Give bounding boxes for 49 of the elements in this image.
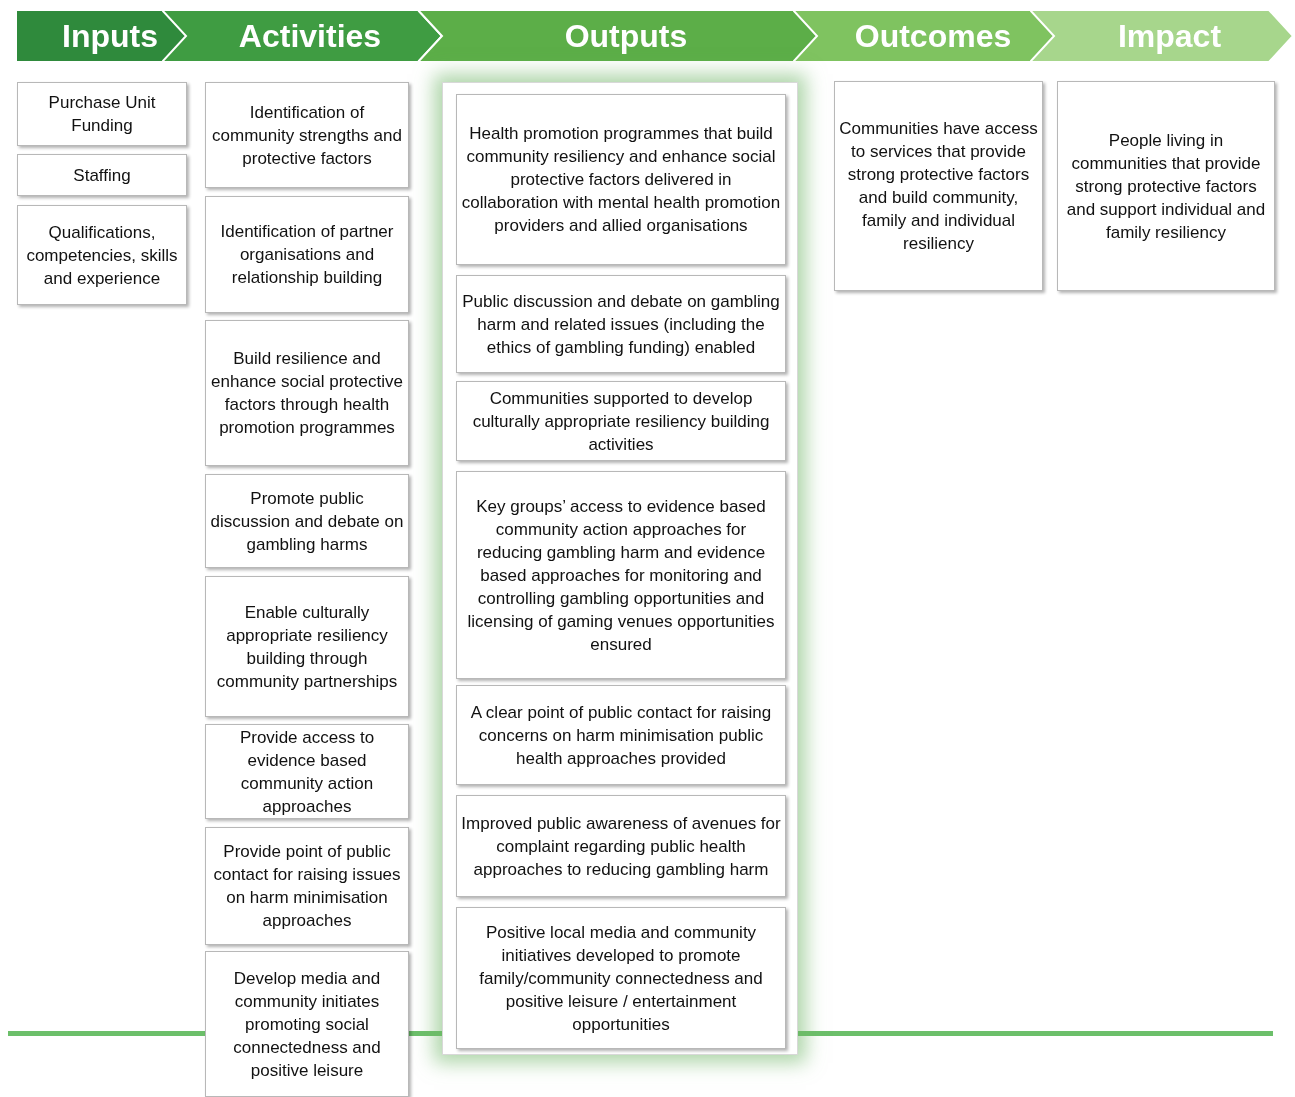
text-box [205,196,409,313]
node-text: Key groups’ access to evidence based community action approaches for reducing gambling harm and evidence based approaches for monitoring and controlling gambling opportunities and licensing of gaming venues opportunities ensured [466,495,776,656]
node-text: Enable culturally appropriate resiliency building through community partnerships [215,601,399,693]
chevron-header [418,10,818,62]
text-box [205,82,409,188]
node-text: Build resilience and enhance social protective factors through health promotion programmes [210,348,404,439]
node-text: People living in communities that provide strong protective factors and support individual and family resiliency [1065,129,1267,244]
node-text: Communities have access to services that provide strong protective factors and build community, family and individual resiliency [839,118,1038,255]
node-text: Public discussion and debate on gambling harm and related issues (including the ethics of gambling funding) enabled [461,290,781,359]
node-text: Outputs [564,17,688,56]
node-text: Impact [1117,17,1222,56]
node-text: Develop media and community initiates promoting social connectedness and positive leisure [232,967,382,1082]
node-text: Provide access to evidence based community action approaches [238,726,376,818]
node-text: Positive local media and community initiatives developed to promote family/community connectedness and positive leisure / entertainment opportunities [478,921,764,1036]
text-box [1057,81,1275,291]
node-text: Activities [238,17,382,56]
node-text: Purchase Unit Funding [47,92,157,137]
node-text: Improved public awareness of avenues for complaint regarding public health approaches to reducing gambling harm [461,812,781,881]
node-text: Health promotion programmes that build community resiliency and enhance social protective factors delivered in collaboration with mental health promotion providers and allied organisations [461,123,781,237]
node-text: Identification of community strengths and protective factors [211,101,403,170]
text-box [205,827,409,945]
node-text: Qualifications, competencies, skills and experience [25,221,179,290]
text-box [205,474,409,568]
text-box [834,81,1043,291]
text-box [456,471,786,679]
text-box [205,724,409,819]
node-text: Promote public discussion and debate on gambling harms [210,487,404,556]
text-box [205,951,409,1097]
node-text: Identification of partner organisations and relationship building [219,221,395,289]
chevron-header [1030,10,1293,62]
text-box [456,381,786,461]
node-text: Outcomes [854,17,1012,56]
text-box [456,275,786,373]
text-box [205,320,409,466]
text-box [456,795,786,897]
node-text: Inputs [62,17,158,56]
node-text: A clear point of public contact for raising concerns on harm minimisation public health approaches provided [469,701,773,770]
text-box [205,576,409,717]
outputs-panel [442,82,798,1055]
node-text: Provide point of public contact for raising issues on harm minimisation approaches [212,841,402,932]
text-box [456,907,786,1049]
text-box [17,205,187,305]
text-box [456,94,786,265]
text-box [456,685,786,785]
node-text: Staffing [73,164,131,187]
text-box [17,82,187,146]
node-text: Communities supported to develop culturally appropriate resiliency building activities [471,387,771,456]
chevron-header [162,10,442,62]
text-box [17,154,187,196]
